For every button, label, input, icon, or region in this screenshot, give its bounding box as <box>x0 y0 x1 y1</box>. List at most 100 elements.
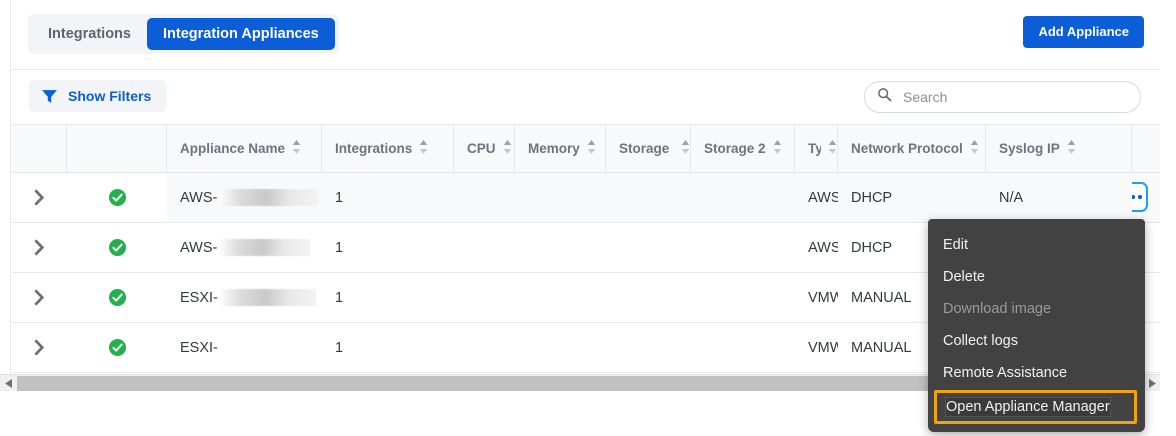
column-header-label: Storage 1 <box>619 141 674 156</box>
cell-appliance-name: AWS- <box>167 173 322 222</box>
cell-integrations: 1 <box>335 339 344 356</box>
cell-storage2 <box>691 223 795 272</box>
cell-cpu <box>454 223 515 272</box>
column-header-netproto[interactable]: Network Protocol <box>838 125 986 172</box>
menu-item-download-image: Download image <box>943 301 1052 317</box>
column-header-memory[interactable]: Memory <box>515 125 606 172</box>
appliance-name-redacted <box>218 239 311 256</box>
horizontal-scrollbar-thumb[interactable] <box>17 375 1077 391</box>
kebab-dot <box>1138 195 1142 199</box>
column-header-integrations[interactable]: Integrations <box>322 125 454 172</box>
sort-arrows-icon[interactable] <box>285 140 301 157</box>
menu-item-label: Open Appliance Manager <box>945 397 1111 417</box>
row-expand-button[interactable] <box>12 273 67 322</box>
cell-netproto: MANUAL <box>851 339 912 356</box>
sort-arrows-icon[interactable] <box>412 140 428 157</box>
column-header-type[interactable]: Type <box>795 125 838 172</box>
show-filters-button[interactable]: Show Filters <box>29 80 168 112</box>
cell-syslog: N/A <box>986 173 1132 222</box>
sort-arrows-icon[interactable] <box>1060 140 1076 157</box>
cell-memory <box>515 323 606 372</box>
cell-netproto: DHCP <box>851 239 893 256</box>
column-header-label: Memory <box>528 141 580 156</box>
appliance-name-prefix: ESXI- <box>180 339 218 356</box>
menu-item-remote-assistance[interactable]: Remote Assistance <box>943 365 1068 381</box>
column-header-label: Type <box>808 141 821 156</box>
column-header-syslog[interactable]: Syslog IP <box>986 125 1132 172</box>
search-box[interactable] <box>864 81 1141 113</box>
column-header-label: CPU <box>467 141 496 156</box>
sort-arrows-icon[interactable] <box>496 140 512 157</box>
row-expand-button[interactable] <box>12 173 67 222</box>
tab-integrations[interactable]: Integrations <box>48 26 131 42</box>
column-header-cpu[interactable]: CPU <box>454 125 515 172</box>
menu-item-open-appliance-manager[interactable]: Open Appliance Manager <box>934 390 1137 424</box>
add-appliance-button[interactable]: Add Appliance <box>1023 16 1144 48</box>
right-gutter <box>1160 0 1176 436</box>
sort-arrows-icon[interactable] <box>580 140 596 157</box>
cell-netproto: DHCP <box>838 173 986 222</box>
chevron-right-icon[interactable] <box>31 239 48 256</box>
triangle-left-icon[interactable] <box>0 374 17 392</box>
column-header-storage1[interactable]: Storage 1 <box>606 125 691 172</box>
column-header-expand <box>12 125 67 172</box>
cell-appliance-name: ESXI- <box>167 323 322 372</box>
sort-arrows-icon[interactable] <box>821 140 837 157</box>
cell-type: AWS <box>795 173 838 222</box>
table-toolbar: Show Filters <box>12 70 1160 125</box>
status-ok-icon <box>108 188 127 207</box>
row-expand-button[interactable] <box>12 323 67 372</box>
cell-memory <box>515 223 606 272</box>
cell-type: AWS <box>808 239 838 256</box>
chevron-right-icon[interactable] <box>31 339 48 356</box>
column-header-label: Storage 2 <box>704 141 766 156</box>
menu-item-collect-logs[interactable]: Collect logs <box>943 333 1018 349</box>
cell-storage1 <box>606 223 691 272</box>
horizontal-scrollbar[interactable] <box>0 374 1160 392</box>
row-status-icon-cell <box>67 273 167 322</box>
appliance-name-redacted <box>218 189 319 206</box>
cell-storage1 <box>606 173 691 222</box>
cell-memory <box>515 173 606 222</box>
cell-row-actions <box>1132 173 1160 222</box>
search-icon <box>877 87 892 107</box>
column-header-name[interactable]: Appliance Name <box>167 125 322 172</box>
column-header-label: Appliance Name <box>180 141 286 156</box>
cell-integrations: 1 <box>335 289 344 306</box>
appliance-name-prefix: AWS- <box>180 239 218 256</box>
row-status-icon-cell <box>67 323 167 372</box>
cell-storage1 <box>606 273 691 322</box>
tab-integration-appliances[interactable]: Integration Appliances <box>146 18 335 50</box>
status-ok-icon <box>108 288 127 307</box>
menu-item-delete[interactable]: Delete <box>943 269 985 285</box>
row-status-icon-cell <box>67 173 167 222</box>
table-header-row: Appliance Name Integrations CPU Memory Stora… <box>12 125 1160 173</box>
appliance-name-redacted <box>218 289 316 306</box>
triangle-right-icon[interactable] <box>1143 374 1160 392</box>
cell-memory <box>515 273 606 322</box>
sort-arrows-icon[interactable] <box>963 140 979 157</box>
kebab-dot <box>1132 195 1135 199</box>
cell-appliance-name: ESXI- <box>167 273 322 322</box>
horizontal-scrollbar-track[interactable] <box>17 374 1143 392</box>
tab-bar: Integrations Integration Appliances Add … <box>12 0 1160 70</box>
cell-integrations: 1 <box>322 173 454 222</box>
cell-netproto: MANUAL <box>851 289 912 306</box>
menu-item-edit[interactable]: Edit <box>943 237 968 253</box>
column-header-label: Network Protocol <box>851 141 963 156</box>
cell-integrations: 1 <box>335 239 344 256</box>
column-header-status <box>67 125 167 172</box>
row-actions-kebab-button[interactable] <box>1132 182 1148 212</box>
chevron-right-icon[interactable] <box>31 189 48 206</box>
column-header-actions <box>1132 125 1160 172</box>
search-input[interactable] <box>903 89 1128 105</box>
sort-arrows-icon[interactable] <box>674 140 690 157</box>
chevron-right-icon[interactable] <box>31 289 48 306</box>
cell-cpu <box>454 323 515 372</box>
sort-arrows-icon[interactable] <box>766 140 782 157</box>
status-ok-icon <box>108 238 127 257</box>
row-expand-button[interactable] <box>12 223 67 272</box>
column-header-storage2[interactable]: Storage 2 <box>691 125 795 172</box>
